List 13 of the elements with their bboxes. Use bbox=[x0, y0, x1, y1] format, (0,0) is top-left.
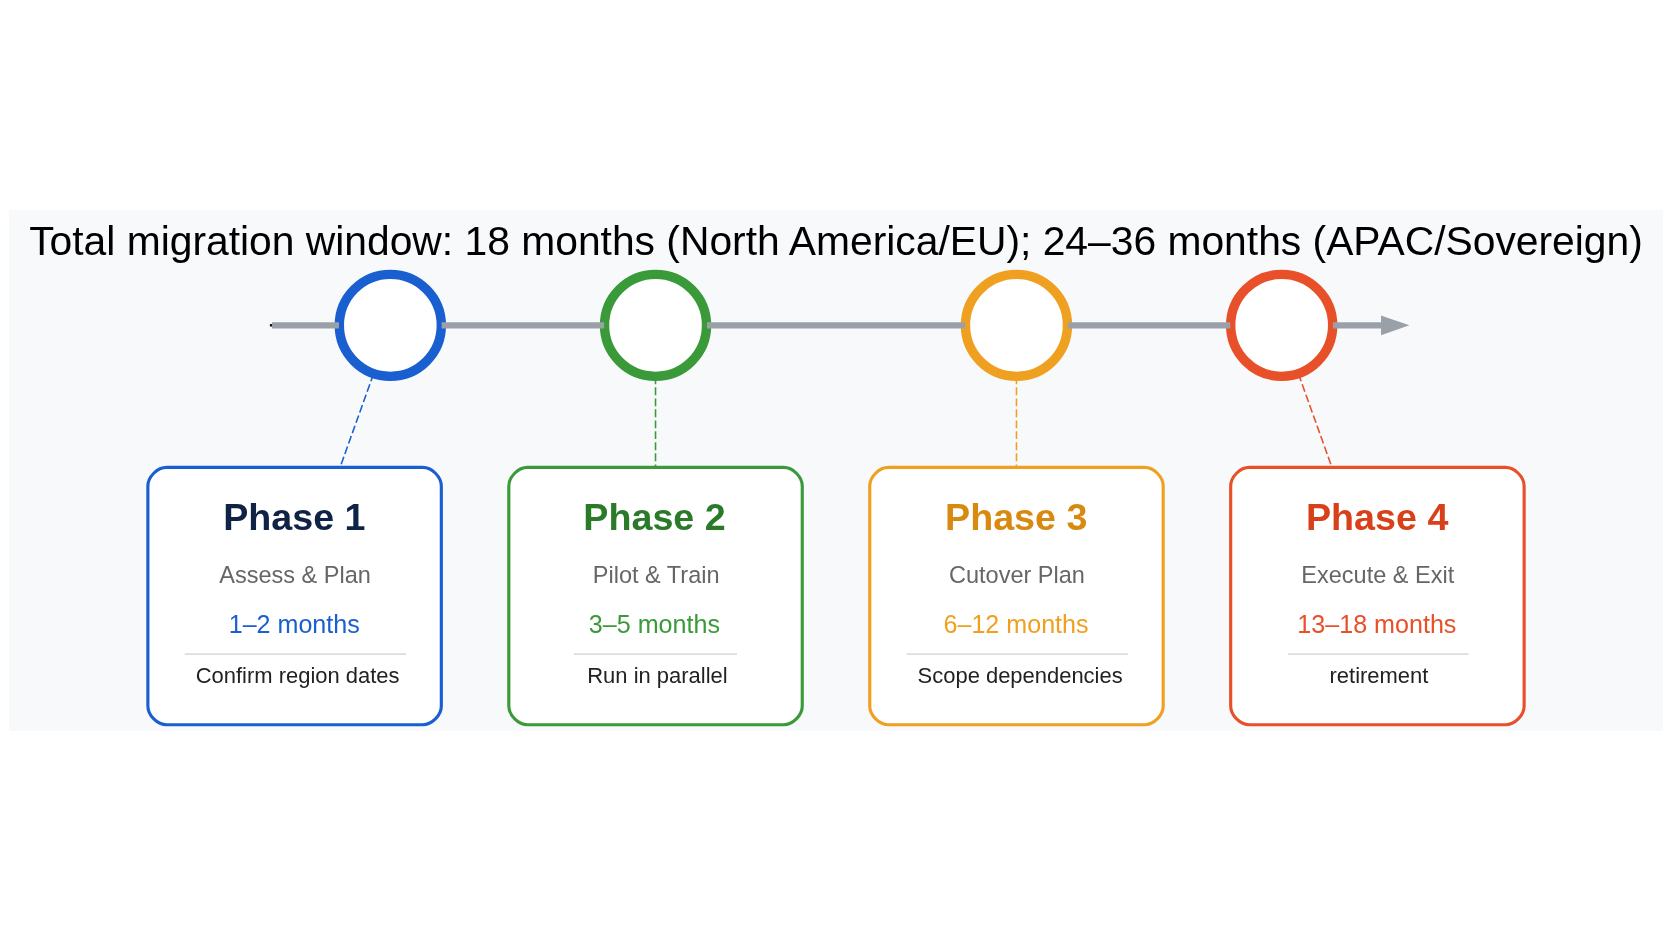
node-box: Phase 3 Cutover Plan 6–12 months Scope dependencies bbox=[868, 465, 1165, 727]
node-box: Phase 4 Execute & Exit 13–18 months retirement bbox=[1229, 465, 1526, 727]
node-circle bbox=[334, 269, 447, 382]
node-circle bbox=[1225, 269, 1338, 382]
connector bbox=[441, 322, 605, 329]
node-circle bbox=[960, 269, 1073, 382]
node-box: Phase 1 Assess & Plan 1–2 months Confirm region dates bbox=[146, 465, 443, 727]
node-circle bbox=[599, 269, 712, 382]
node-box: Phase 2 Pilot & Train 3–5 months Run in parallel bbox=[507, 465, 804, 727]
diagram-title: Total migration window: 18 months (North America/EU); 24–36 months (APAC/Sovereign) bbox=[29, 218, 1643, 265]
connector bbox=[707, 322, 966, 329]
arrow bbox=[1332, 315, 1410, 336]
connector bbox=[1067, 322, 1231, 329]
